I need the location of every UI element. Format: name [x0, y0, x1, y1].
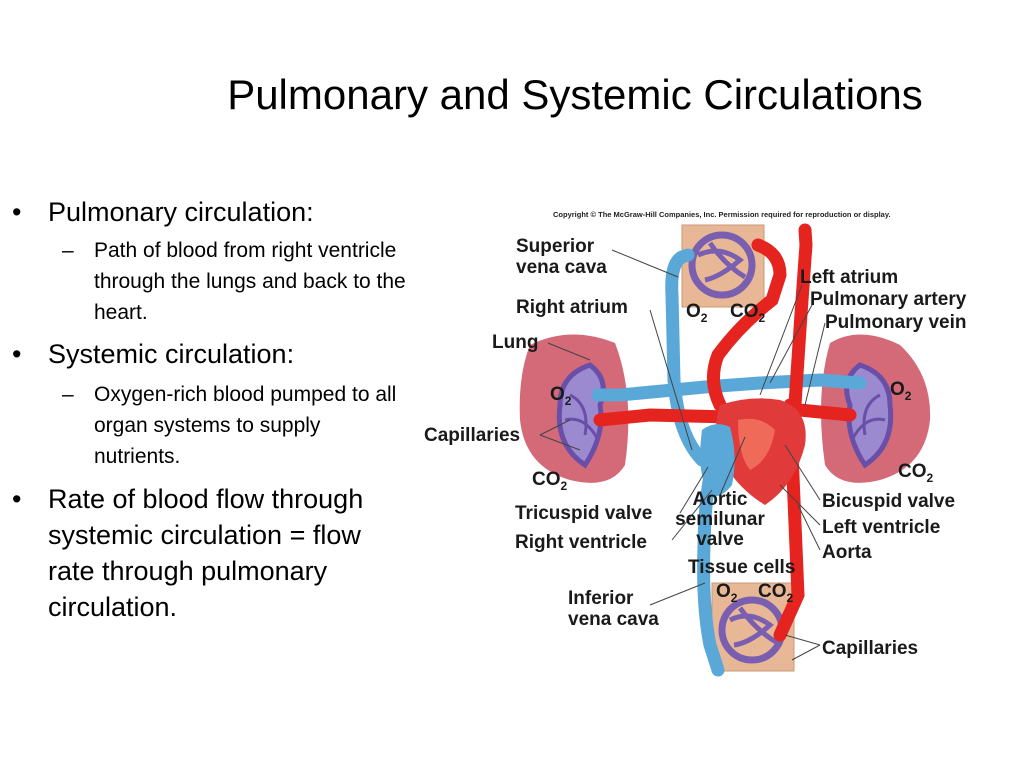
o2-label-left-lung: O2: [550, 384, 572, 408]
dash-glyph: –: [62, 383, 74, 406]
label-right-ventricle: Right ventricle: [515, 532, 647, 553]
label-capillaries-bottom: Capillaries: [822, 638, 918, 659]
bullet-glyph: •: [12, 484, 22, 514]
label-aortic-valve-3: valve: [696, 529, 744, 550]
label-bicuspid-valve: Bicuspid valve: [822, 491, 955, 512]
circulation-diagram: Copyright © The McGraw-Hill Companies, I…: [420, 205, 1010, 685]
heart-interior: [738, 418, 775, 470]
co2-label-top: CO2: [730, 301, 766, 325]
slide-title: Pulmonary and Systemic Circulations: [227, 71, 923, 118]
bullet-text: Pulmonary circulation:: [48, 197, 314, 227]
label-inferior-vena-cava-2: vena cava: [568, 609, 659, 630]
co2-label-bottom: CO2: [758, 581, 794, 605]
bullet-glyph: •: [12, 197, 22, 227]
right-lung-capillaries: [844, 362, 894, 469]
subbullet-text: Path of blood from right ventricle throu…: [94, 239, 406, 324]
label-tissue-cells: Tissue cells: [688, 557, 795, 578]
co2-label-left-lung: CO2: [532, 469, 568, 493]
o2-label-top: O2: [686, 301, 708, 325]
circulation-illustration: Copyright © The McGraw-Hill Companies, I…: [424, 210, 967, 677]
copyright-notice: Copyright © The McGraw-Hill Companies, I…: [553, 210, 891, 219]
label-aortic-valve-2: semilunar: [675, 509, 765, 530]
structure-labels: Superior vena cava Right atrium Lung Cap…: [424, 236, 967, 659]
aorta-upper-vessel: [707, 238, 787, 412]
o2-label-right-lung: O2: [890, 379, 912, 403]
left-pulmonary-artery-vessel: [591, 376, 767, 402]
label-right-atrium: Right atrium: [516, 297, 628, 318]
label-pulmonary-vein: Pulmonary vein: [825, 312, 967, 333]
upper-capillary-bed: [688, 231, 756, 299]
dash-glyph: –: [62, 239, 74, 262]
label-superior-vena-cava-2: vena cava: [516, 257, 607, 278]
bullet-text: Rate of blood flow through systemic circ…: [48, 484, 364, 622]
label-aortic-valve: Aortic: [693, 489, 748, 510]
label-aorta: Aorta: [822, 542, 872, 563]
label-capillaries-left: Capillaries: [424, 425, 520, 446]
subbullet-text: Oxygen-rich blood pumped to all organ sy…: [94, 383, 397, 468]
label-superior-vena-cava: Superior: [516, 236, 595, 257]
label-left-ventricle: Left ventricle: [822, 517, 940, 538]
label-left-atrium: Left atrium: [800, 267, 898, 288]
bullet-text: Systemic circulation:: [48, 339, 295, 369]
right-heart-chambers: [700, 424, 735, 497]
leader-lines: [539, 249, 826, 661]
label-pulmonary-artery: Pulmonary artery: [810, 289, 967, 310]
left-pulmonary-vein-vessel: [593, 408, 737, 427]
label-lung: Lung: [492, 332, 538, 353]
o2-label-bottom: O2: [716, 581, 738, 605]
label-tricuspid-valve: Tricuspid valve: [515, 503, 652, 524]
right-pulmonary-artery-vessel: [753, 373, 867, 390]
co2-label-right-lung: CO2: [898, 461, 934, 485]
bullet-glyph: •: [12, 339, 22, 369]
label-inferior-vena-cava: Inferior: [568, 588, 634, 609]
gas-exchange-labels: O2 CO2 O2 CO2 O2 CO2 O2 CO2: [532, 301, 934, 605]
